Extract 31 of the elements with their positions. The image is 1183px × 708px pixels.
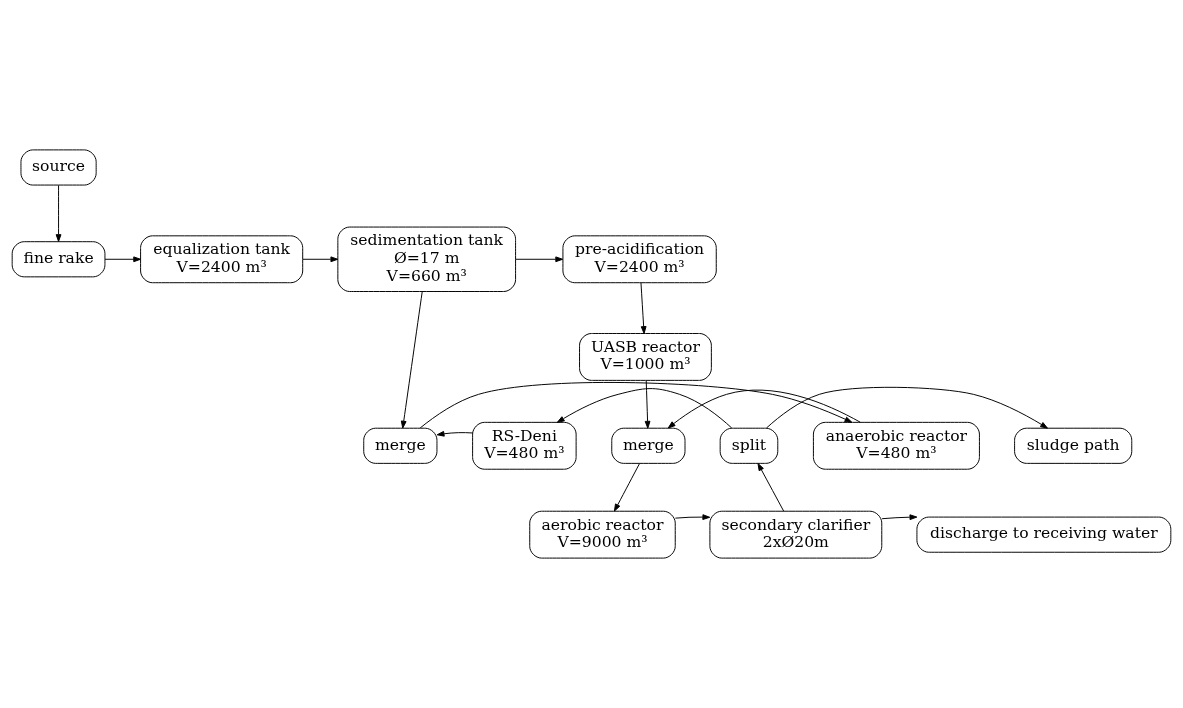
arrow (104, 256, 142, 263)
arrow (556, 388, 733, 429)
arrow (881, 514, 918, 521)
arrow (640, 282, 647, 334)
node-box: discharge to receiving water (916, 516, 1172, 553)
arrow (667, 389, 861, 429)
arrow (644, 380, 651, 429)
node-box: secondary clarifier 2xØ20m (709, 510, 883, 559)
node-box: pre-acidification V=2400 m³ (562, 235, 717, 284)
arrow (400, 291, 423, 429)
arrow (419, 382, 853, 429)
node-box: merge (611, 427, 686, 464)
arrow (55, 184, 62, 242)
node-box: aerobic reactor V=9000 m³ (529, 510, 676, 559)
node-box: source (20, 149, 97, 186)
node-box: sedimentation tank Ø=17 m V=660 m³ (337, 226, 517, 292)
node-box: RS-Deni V=480 m³ (472, 421, 577, 470)
arrow (757, 463, 785, 512)
arrow (515, 256, 564, 263)
arrow (766, 386, 1048, 429)
node-box: fine rake (11, 241, 106, 278)
node-box: sludge path (1014, 427, 1133, 464)
arrow (674, 514, 711, 520)
node-box: anaerobic reactor V=480 m³ (812, 421, 980, 470)
arrow (613, 463, 641, 512)
arrow (302, 256, 339, 263)
arrow (436, 430, 474, 437)
node-box: merge (363, 427, 438, 464)
node-box: equalization tank V=2400 m³ (140, 235, 304, 284)
node-box: UASB reactor V=1000 m³ (579, 333, 712, 381)
node-box: split (719, 427, 779, 464)
